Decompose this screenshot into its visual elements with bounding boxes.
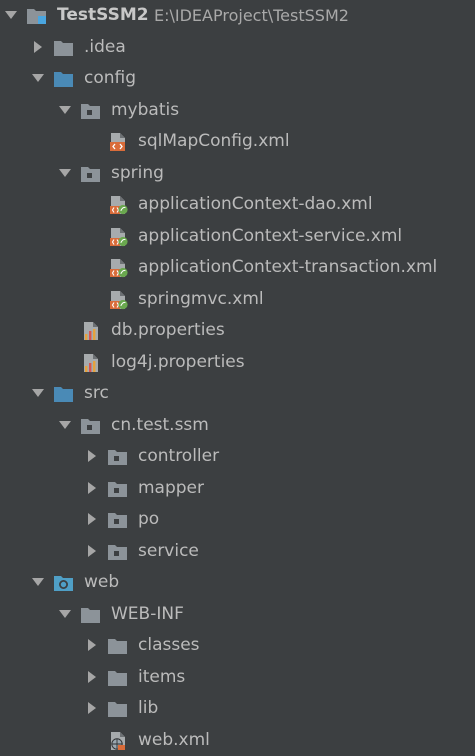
module-folder-icon [26, 5, 48, 27]
project-path: E:\IDEAProject\TestSSM2 [154, 6, 349, 25]
properties-file-icon [80, 320, 102, 342]
web-xml-file-icon [107, 730, 129, 752]
package-icon [107, 509, 129, 531]
tree-node-label: src [84, 383, 109, 403]
chevron-right-icon[interactable] [31, 40, 45, 54]
tree-node-label: controller [138, 446, 220, 466]
tree-node-controller[interactable]: controller [0, 441, 475, 472]
tree-node-sqlmapconfig[interactable]: sqlMapConfig.xml [0, 126, 475, 157]
tree-node-label: applicationContext-dao.xml [138, 194, 373, 214]
chevron-down-icon[interactable] [31, 386, 45, 400]
chevron-right-icon[interactable] [85, 449, 99, 463]
tree-node-label: springmvc.xml [138, 288, 264, 309]
source-folder-icon [53, 68, 75, 90]
tree-node-lib[interactable]: lib [0, 693, 475, 724]
tree-node-label: applicationContext-transaction.xml [138, 257, 438, 277]
properties-file-icon [80, 352, 102, 374]
tree-node-label: log4j.properties [111, 351, 245, 372]
tree-node-label: config [84, 68, 137, 88]
tree-node-label: web [84, 572, 120, 592]
tree-node-appctx-transaction[interactable]: applicationContext-transaction.xml [0, 252, 475, 283]
chevron-right-icon[interactable] [85, 701, 99, 715]
tree-node-service[interactable]: service [0, 536, 475, 567]
package-icon [107, 446, 129, 468]
tree-node-label: applicationContext-service.xml [138, 225, 403, 246]
tree-node-root[interactable]: TestSSM2 E:\IDEAProject\TestSSM2 [0, 0, 475, 31]
tree-node-db-properties[interactable]: db.properties [0, 315, 475, 346]
tree-node-label: spring [111, 162, 164, 183]
chevron-down-icon[interactable] [58, 166, 72, 180]
tree-node-idea[interactable]: .idea [0, 32, 475, 63]
tree-node-src[interactable]: src [0, 378, 475, 409]
chevron-down-icon[interactable] [4, 8, 18, 22]
tree-node-label: lib [138, 698, 159, 718]
folder-icon [80, 604, 102, 626]
spring-xml-file-icon [107, 194, 129, 216]
tree-node-label: web.xml [138, 729, 210, 750]
folder-icon [53, 37, 75, 59]
chevron-right-icon[interactable] [85, 670, 99, 684]
chevron-down-icon[interactable] [58, 103, 72, 117]
tree-node-label: TestSSM2 [57, 5, 149, 25]
spring-xml-file-icon [107, 226, 129, 248]
tree-node-items[interactable]: items [0, 662, 475, 693]
tree-node-cn-test-ssm[interactable]: cn.test.ssm [0, 410, 475, 441]
chevron-right-icon[interactable] [85, 512, 99, 526]
package-icon [107, 541, 129, 563]
tree-node-springmvc[interactable]: springmvc.xml [0, 284, 475, 315]
folder-icon [107, 667, 129, 689]
chevron-right-icon[interactable] [85, 481, 99, 495]
tree-node-config[interactable]: config [0, 63, 475, 94]
tree-node-web-xml[interactable]: web.xml [0, 725, 475, 756]
folder-icon [107, 698, 129, 720]
chevron-down-icon[interactable] [31, 71, 45, 85]
tree-node-label: service [138, 540, 199, 561]
tree-node-po[interactable]: po [0, 504, 475, 535]
spring-xml-file-icon [107, 257, 129, 279]
chevron-down-icon[interactable] [58, 418, 72, 432]
package-icon [80, 100, 102, 122]
tree-node-classes[interactable]: classes [0, 630, 475, 661]
spring-xml-file-icon [107, 289, 129, 311]
tree-node-mybatis[interactable]: mybatis [0, 95, 475, 126]
tree-node-label: .idea [84, 36, 126, 57]
tree-node-label: items [138, 666, 186, 687]
package-icon [80, 415, 102, 437]
tree-node-label: classes [138, 635, 200, 655]
source-folder-icon [53, 383, 75, 405]
tree-node-label: WEB-INF [111, 603, 184, 624]
chevron-down-icon[interactable] [58, 607, 72, 621]
web-folder-icon [53, 572, 75, 594]
tree-node-appctx-service[interactable]: applicationContext-service.xml [0, 221, 475, 252]
tree-node-web[interactable]: web [0, 567, 475, 598]
folder-icon [107, 635, 129, 657]
tree-node-label: sqlMapConfig.xml [138, 131, 290, 151]
tree-node-label: cn.test.ssm [111, 414, 209, 435]
tree-node-web-inf[interactable]: WEB-INF [0, 599, 475, 630]
chevron-right-icon[interactable] [85, 544, 99, 558]
package-icon [80, 163, 102, 185]
tree-node-label: po [138, 509, 160, 529]
package-icon [107, 478, 129, 500]
tree-node-label: mapper [138, 477, 205, 498]
chevron-right-icon[interactable] [85, 638, 99, 652]
chevron-down-icon[interactable] [31, 575, 45, 589]
xml-file-icon [107, 131, 129, 153]
tree-node-label: mybatis [111, 99, 180, 120]
tree-node-log4j-properties[interactable]: log4j.properties [0, 347, 475, 378]
tree-node-label: db.properties [111, 320, 225, 340]
tree-node-spring[interactable]: spring [0, 158, 475, 189]
tree-node-appctx-dao[interactable]: applicationContext-dao.xml [0, 189, 475, 220]
tree-node-mapper[interactable]: mapper [0, 473, 475, 504]
